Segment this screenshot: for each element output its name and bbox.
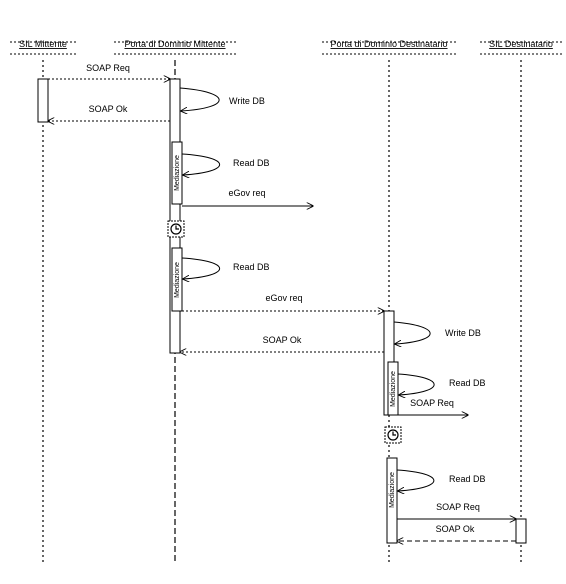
message-label: SOAP Req: [436, 502, 480, 512]
message-label: eGov req: [265, 293, 302, 303]
timer-2: [384, 426, 402, 444]
message-label: SOAP Ok: [263, 335, 302, 345]
clock-icon: [170, 223, 182, 235]
message-label: SOAP Req: [86, 63, 130, 73]
timer-1: [167, 220, 185, 238]
activation-bar-pdd-mittente: [169, 78, 181, 354]
message-label: SOAP Ok: [436, 524, 475, 534]
message-soap-ok-3: SOAP Ok: [397, 524, 516, 541]
message-write-db-1: Write DB: [179, 87, 265, 111]
message-read-db-1: Read DB: [181, 153, 270, 175]
message-soap-ok-1: SOAP Ok: [48, 104, 170, 121]
message-soap-ok-2: SOAP Ok: [180, 335, 384, 352]
message-egov-req-1: eGov req: [182, 188, 313, 206]
activation-bar-sil-destinatario: [515, 518, 527, 544]
message-label: SOAP Req: [410, 398, 454, 408]
mediation-block-1: [171, 141, 183, 205]
participant-label-pdd-mittente: Porta di Dominio Mittente: [124, 39, 225, 49]
mediation-block-4: [386, 457, 398, 544]
activation-bar-sil-mittente: [37, 78, 49, 123]
clock-icon: [387, 429, 399, 441]
message-label: Read DB: [233, 262, 270, 272]
message-read-db-3: Read DB: [397, 373, 486, 395]
message-egov-req-2: eGov req: [182, 293, 384, 311]
mediation-label-3: Mediazione: [390, 371, 397, 407]
message-label: SOAP Ok: [89, 104, 128, 114]
message-label: Write DB: [445, 328, 481, 338]
message-label: Read DB: [233, 158, 270, 168]
message-read-db-2: Read DB: [181, 257, 270, 279]
message-read-db-4: Read DB: [396, 469, 486, 491]
participant-label-sil-mittente: SIL Mittente: [19, 39, 67, 49]
mediation-label-1: Mediazione: [174, 155, 181, 191]
message-soap-req-1: SOAP Req: [48, 63, 170, 79]
message-soap-req-2: SOAP Req: [398, 398, 468, 415]
message-label: Read DB: [449, 474, 486, 484]
message-write-db-2: Write DB: [393, 321, 481, 344]
message-label: eGov req: [228, 188, 265, 198]
message-label: Read DB: [449, 378, 486, 388]
mediation-label-4: Mediazione: [389, 472, 396, 508]
participant-label-pdd-destinatario: Porta di Dominio Destinatario: [330, 39, 447, 49]
mediation-block-2: [171, 247, 183, 312]
mediation-label-2: Mediazione: [174, 262, 181, 298]
mediation-block-3: [387, 361, 399, 416]
participant-label-sil-destinatario: SIL Destinatario: [489, 39, 553, 49]
participant-sil-mittente: SIL Mittente: [10, 39, 76, 562]
message-soap-req-3: SOAP Req: [397, 502, 516, 519]
message-label: Write DB: [229, 96, 265, 106]
participant-sil-destinatario: SIL Destinatario: [480, 39, 562, 562]
